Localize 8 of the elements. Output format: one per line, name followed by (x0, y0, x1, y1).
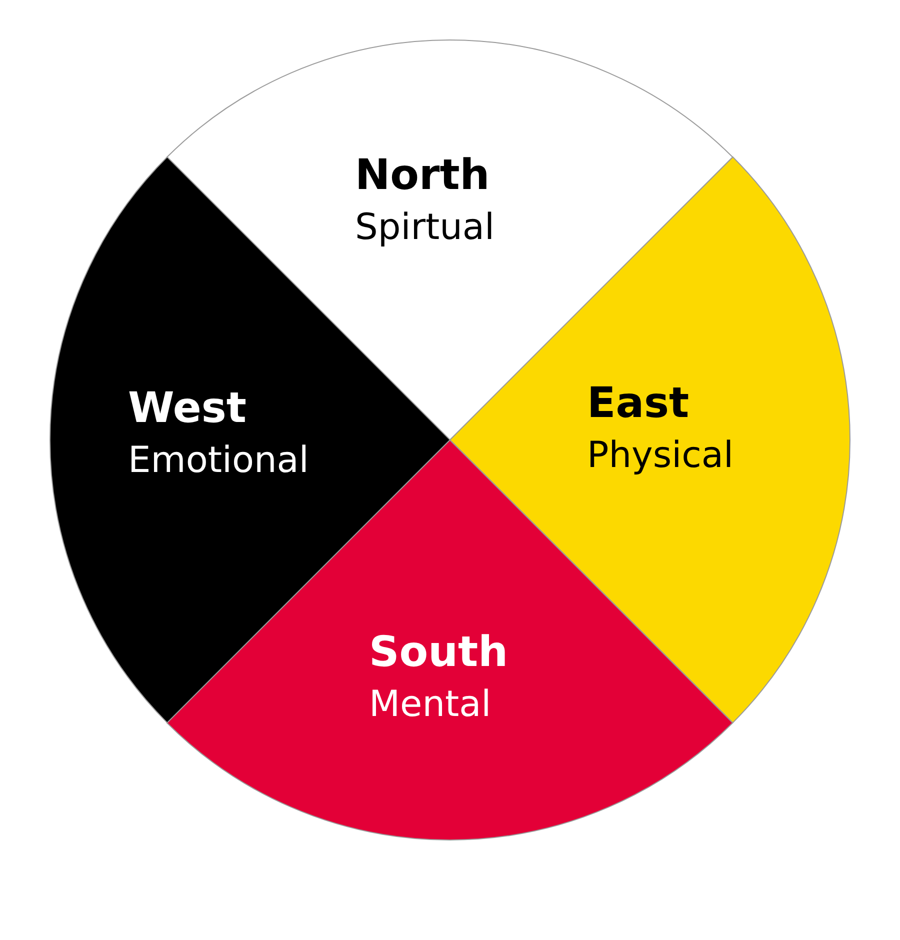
direction-heading: South (368, 627, 508, 678)
direction-heading: East (587, 378, 690, 428)
direction-heading: North (354, 150, 490, 200)
aspect-label: Spirtual (354, 206, 494, 250)
aspect-label: Mental (368, 683, 492, 726)
direction-heading: West (128, 382, 246, 434)
aspect-label: Emotional (128, 438, 309, 482)
aspect-label: Physical (587, 434, 734, 478)
